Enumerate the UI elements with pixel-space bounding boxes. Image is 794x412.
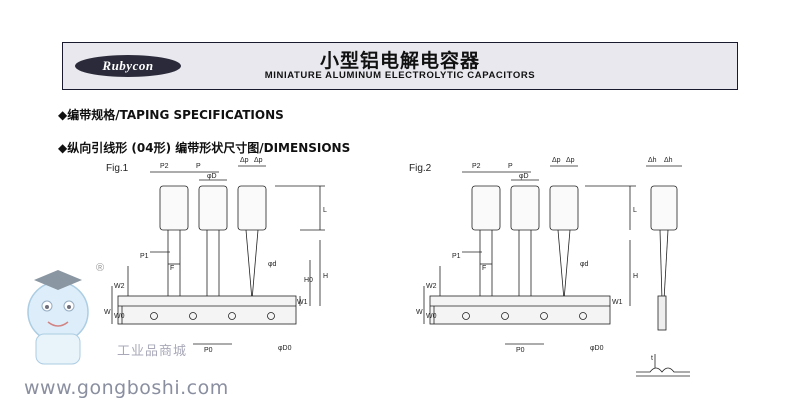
registered-mark: ® (96, 262, 105, 274)
page-title-en: MINIATURE ALUMINUM ELECTROLYTIC CAPACITO… (264, 70, 536, 81)
fig2-dp1-label: Δp (552, 157, 561, 164)
fig2-L-label: L (633, 207, 637, 214)
fig1-p2-label: P2 (160, 163, 169, 170)
fig1-w0-label: W0 (114, 313, 125, 320)
fig2-p-label: P (508, 163, 513, 170)
fig1-W-label: W (104, 309, 111, 316)
fig1-H-label: H (323, 273, 328, 280)
fig2-capacitor-1 (471, 185, 501, 231)
fig2-sprocket-hole-2 (501, 312, 509, 320)
fig1-capacitor-1 (159, 185, 189, 231)
fig2-side-view-capacitor (650, 185, 678, 231)
fig2-dp2-label: Δp (566, 157, 575, 164)
fig1-p-label: P (196, 163, 201, 170)
fig1-phiD-label: φD (207, 173, 217, 180)
fig2-t-label: t (651, 355, 653, 362)
fig1-phiD0-label: φD0 (278, 345, 292, 352)
page-title-cn: 小型铝电解电容器 (319, 50, 480, 72)
fig1-w2-label: W2 (114, 283, 125, 290)
fig2-tape-side (657, 295, 667, 331)
fig2-tape (429, 295, 611, 325)
fig1-sprocket-hole-3 (228, 312, 236, 320)
fig2-w0-label: W0 (426, 313, 437, 320)
fig2-sprocket-hole-1 (462, 312, 470, 320)
fig2-capacitor-3 (549, 185, 579, 231)
fig1-phid-label: φd (268, 261, 277, 268)
store-watermark: 工业品商城 (117, 344, 188, 359)
fig1-label: Fig.1 (106, 163, 129, 174)
fig2-tape-cross-section (636, 367, 690, 373)
fig2-sprocket-hole-3 (540, 312, 548, 320)
fig2-w1-label: W1 (612, 299, 623, 306)
header-banner: Rubycon 小型铝电解电容器 MINIATURE ALUMINUM ELEC… (62, 42, 738, 90)
fig2-phid-label: φd (580, 261, 589, 268)
fig2-phiD-label: φD (519, 173, 529, 180)
fig1-dp2-label: Δp (254, 157, 263, 164)
fig2-F-label: F (482, 265, 486, 272)
fig1-dp1-label: Δp (240, 157, 249, 164)
fig2-H-label: H (633, 273, 638, 280)
fig2-label: Fig.2 (409, 163, 432, 174)
fig2-dh1-label: Δh (648, 157, 657, 164)
fig2-sprocket-hole-4 (579, 312, 587, 320)
fig2-phiD0-label: φD0 (590, 345, 604, 352)
fig1-H0-label: H0 (304, 277, 313, 284)
fig1-L-label: L (323, 207, 327, 214)
fig1-p0-label: P0 (204, 347, 213, 354)
fig1-capacitor-3 (237, 185, 267, 231)
fig1-sprocket-hole-2 (189, 312, 197, 320)
fig1-p1-label: P1 (140, 253, 149, 260)
section-dimensions-heading: ◆纵向引线形 (04形) 编带形状尺寸图/DIMENSIONS (58, 141, 351, 155)
fig2-dh2-label: Δh (664, 157, 673, 164)
fig1-sprocket-hole-1 (150, 312, 158, 320)
fig2-W-label: W (416, 309, 423, 316)
fig1-tape (117, 295, 297, 325)
fig1-w1-label: W1 (297, 299, 308, 306)
fig1-sprocket-hole-4 (267, 312, 275, 320)
fig2-p2-label: P2 (472, 163, 481, 170)
fig1-capacitor-2 (198, 185, 228, 231)
fig2-w2-label: W2 (426, 283, 437, 290)
fig2-capacitor-2 (510, 185, 540, 231)
mascot-watermark-icon (27, 270, 89, 365)
fig2-p0-label: P0 (516, 347, 525, 354)
fig2-p1-label: P1 (452, 253, 461, 260)
fig1-F-label: F (170, 265, 174, 272)
rubycon-logo: Rubycon (75, 55, 181, 77)
url-watermark: www.gongboshi.com (24, 377, 229, 399)
section-taping-heading: ◆编带规格/TAPING SPECIFICATIONS (58, 108, 284, 122)
